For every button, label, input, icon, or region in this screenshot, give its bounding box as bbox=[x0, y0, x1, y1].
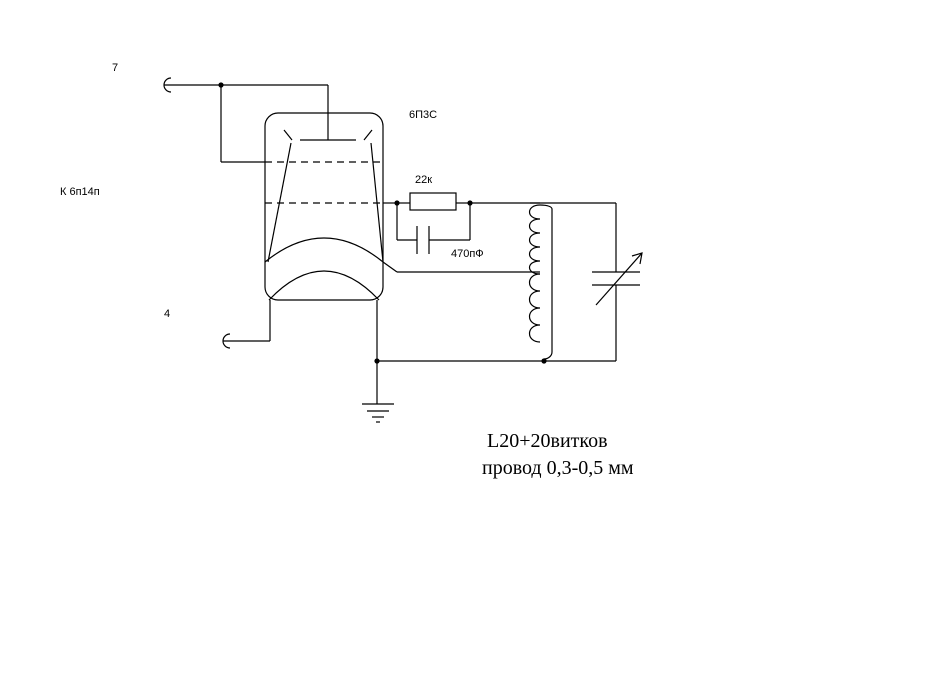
junction-ground bbox=[374, 358, 380, 364]
wire-ground-bus bbox=[376, 300, 616, 404]
capacitor-470pf bbox=[396, 203, 471, 254]
pin-4-label: 4 bbox=[164, 308, 170, 320]
coil-lower bbox=[528, 270, 553, 360]
capacitor-label: 470пФ bbox=[451, 248, 484, 260]
variable-capacitor bbox=[592, 203, 643, 361]
junction-coil-bottom bbox=[541, 358, 547, 364]
coil-upper bbox=[528, 204, 553, 275]
pin-7-label: 7 bbox=[112, 62, 118, 74]
tube-anode bbox=[283, 129, 373, 141]
resistor-label: 22к bbox=[415, 174, 432, 186]
tube-cathode bbox=[264, 237, 384, 263]
source-note: К 6п14п bbox=[60, 186, 100, 198]
tube-envelope bbox=[264, 112, 384, 301]
terminal-4 bbox=[222, 300, 271, 349]
ground-symbol bbox=[362, 403, 394, 423]
coil-note: L20+20витков bbox=[487, 430, 608, 452]
wire-note: провод 0,3-0,5 мм bbox=[482, 457, 634, 479]
wire-cathode-tap bbox=[382, 261, 540, 273]
tube-heater bbox=[268, 270, 380, 301]
wire-screen-grid bbox=[220, 85, 265, 163]
tube-type-label: 6П3С bbox=[409, 109, 437, 121]
terminal-7 bbox=[163, 77, 221, 93]
resistor-22k bbox=[397, 192, 470, 211]
